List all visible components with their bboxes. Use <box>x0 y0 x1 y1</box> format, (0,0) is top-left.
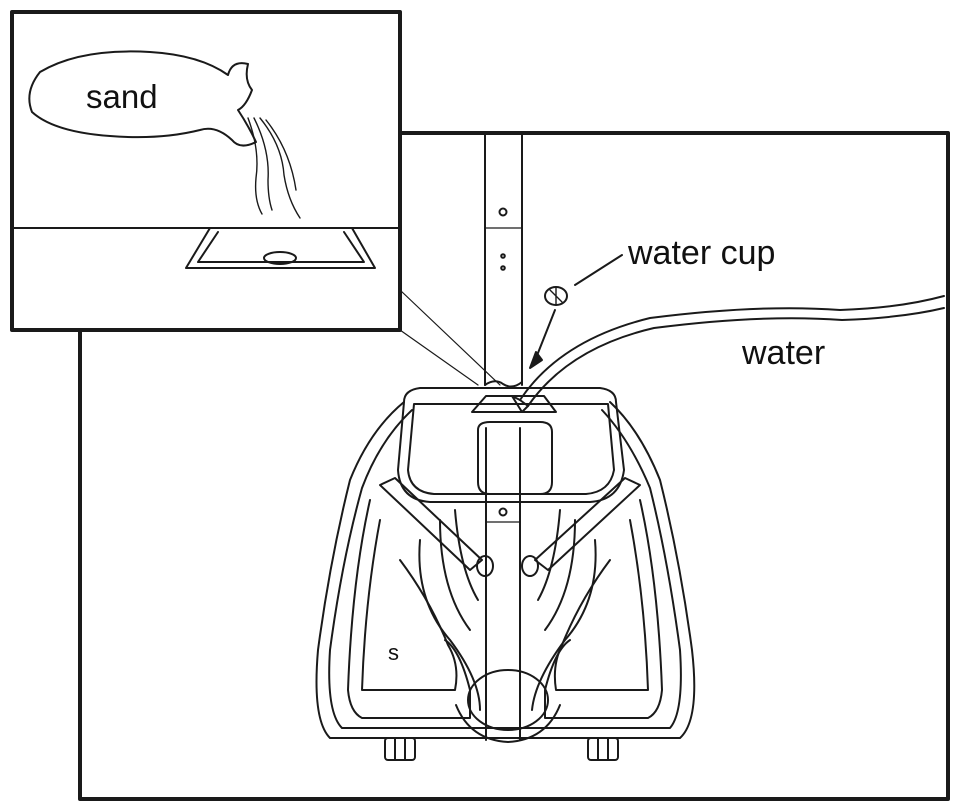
base-lid <box>397 387 625 503</box>
sand-funnel-opening <box>471 395 557 413</box>
label-water-cup: water cup <box>628 234 776 272</box>
pole <box>484 132 523 741</box>
water-cup-arrows <box>529 254 623 369</box>
inset-frame <box>10 10 402 332</box>
base-unit <box>315 401 696 761</box>
inset-funnel <box>185 227 376 269</box>
pouring-sand <box>247 117 301 219</box>
right-wheel <box>587 737 619 761</box>
label-section-s: s <box>388 640 399 665</box>
water-cup <box>544 286 568 306</box>
label-sand: sand <box>86 78 158 115</box>
water-hose <box>511 295 945 413</box>
main-frame <box>78 131 950 801</box>
left-wheel <box>384 737 416 761</box>
label-water: water <box>742 334 826 372</box>
sand-bag <box>28 50 257 147</box>
inset-leader-lines <box>399 289 501 386</box>
